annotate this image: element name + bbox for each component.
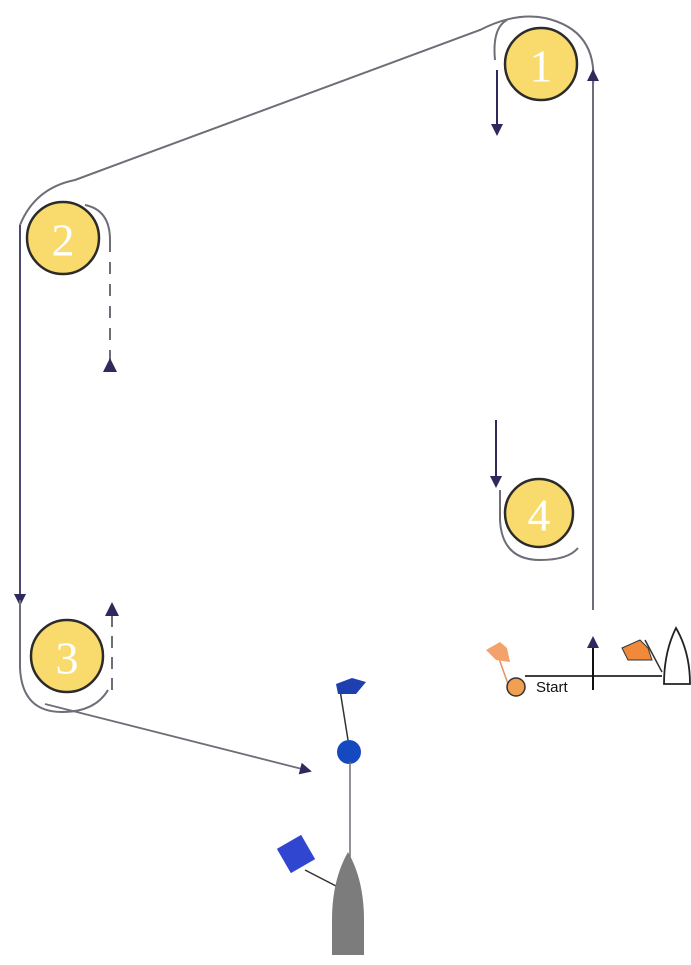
mark-4: 4 (505, 479, 573, 547)
start-line-group: Start (486, 628, 690, 696)
mark-2-dashed-arrowhead (103, 358, 117, 372)
start-label: Start (536, 679, 569, 696)
mark-1-label: 1 (530, 41, 553, 92)
finish-flag-icon (336, 678, 366, 694)
mark-3-label: 3 (56, 633, 79, 684)
mark-3-dashed-arrowhead (105, 602, 119, 616)
mark-2: 2 (27, 202, 99, 274)
course-leg-2-to-1 (20, 17, 545, 226)
finish-buoy (337, 740, 361, 764)
finish-boat (332, 852, 364, 955)
finish-square-flag-pole (305, 870, 336, 886)
pin-flag-icon (486, 642, 510, 662)
mark-2-label: 2 (52, 215, 75, 266)
course-leg-3-to-finish (45, 704, 306, 770)
finish-square-flag-icon (277, 835, 315, 873)
finish-group (277, 678, 366, 955)
finish-flag-pole (340, 690, 348, 740)
mark-4-label: 4 (528, 490, 551, 541)
committee-flag-icon (622, 640, 652, 660)
pin-buoy (507, 678, 525, 696)
mark-3: 3 (31, 620, 103, 692)
mark-1: 1 (505, 28, 577, 100)
committee-boat (664, 628, 690, 684)
